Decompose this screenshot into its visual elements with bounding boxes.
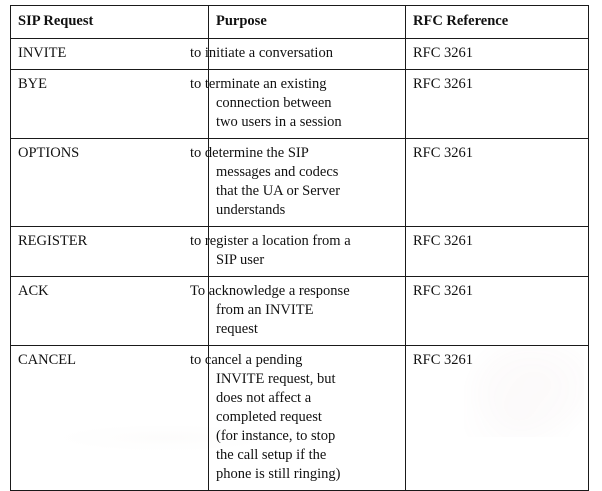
- table-row: INVITE to initiate a conversation RFC 32…: [10, 38, 589, 70]
- column-header-sip-request: SIP Request: [10, 5, 209, 39]
- table-header: SIP Request Purpose RFC Reference: [10, 5, 589, 39]
- cell-rfc-reference: RFC 3261: [405, 69, 589, 139]
- cell-rfc-reference: RFC 3261: [405, 138, 589, 227]
- cell-purpose: to initiate a conversation: [190, 38, 406, 70]
- cell-sip-request: CANCEL: [10, 345, 209, 491]
- cell-purpose: to cancel a pending INVITE request, but …: [190, 345, 406, 491]
- table-row: CANCEL to cancel a pending INVITE reques…: [10, 345, 589, 491]
- table-row: BYE to terminate an existing connection …: [10, 69, 589, 139]
- cell-purpose: to terminate an existing connection betw…: [190, 69, 406, 139]
- cell-purpose: to register a location from a SIP user: [190, 226, 406, 277]
- sip-request-table: SIP Request Purpose RFC Reference INVITE…: [10, 5, 589, 491]
- cell-sip-request: INVITE: [10, 38, 209, 70]
- cell-sip-request: ACK: [10, 276, 209, 346]
- cell-rfc-reference: RFC 3261: [405, 345, 589, 491]
- table-body: INVITE to initiate a conversation RFC 32…: [10, 38, 589, 491]
- cell-purpose: To acknowledge a response from an INVITE…: [190, 276, 406, 346]
- cell-rfc-reference: RFC 3261: [405, 38, 589, 70]
- column-header-purpose: Purpose: [208, 5, 406, 39]
- cell-rfc-reference: RFC 3261: [405, 226, 589, 277]
- table-header-row: SIP Request Purpose RFC Reference: [10, 5, 589, 39]
- table-row: OPTIONS to determine the SIP messages an…: [10, 138, 589, 227]
- cell-sip-request: OPTIONS: [10, 138, 209, 227]
- cell-sip-request: BYE: [10, 69, 209, 139]
- cell-purpose: to determine the SIP messages and codecs…: [190, 138, 406, 227]
- column-header-rfc-reference: RFC Reference: [405, 5, 589, 39]
- cell-rfc-reference: RFC 3261: [405, 276, 589, 346]
- cell-sip-request: REGISTER: [10, 226, 209, 277]
- table-row: ACK To acknowledge a response from an IN…: [10, 276, 589, 346]
- sip-request-table-container: SIP Request Purpose RFC Reference INVITE…: [10, 5, 589, 491]
- table-row: REGISTER to register a location from a S…: [10, 226, 589, 277]
